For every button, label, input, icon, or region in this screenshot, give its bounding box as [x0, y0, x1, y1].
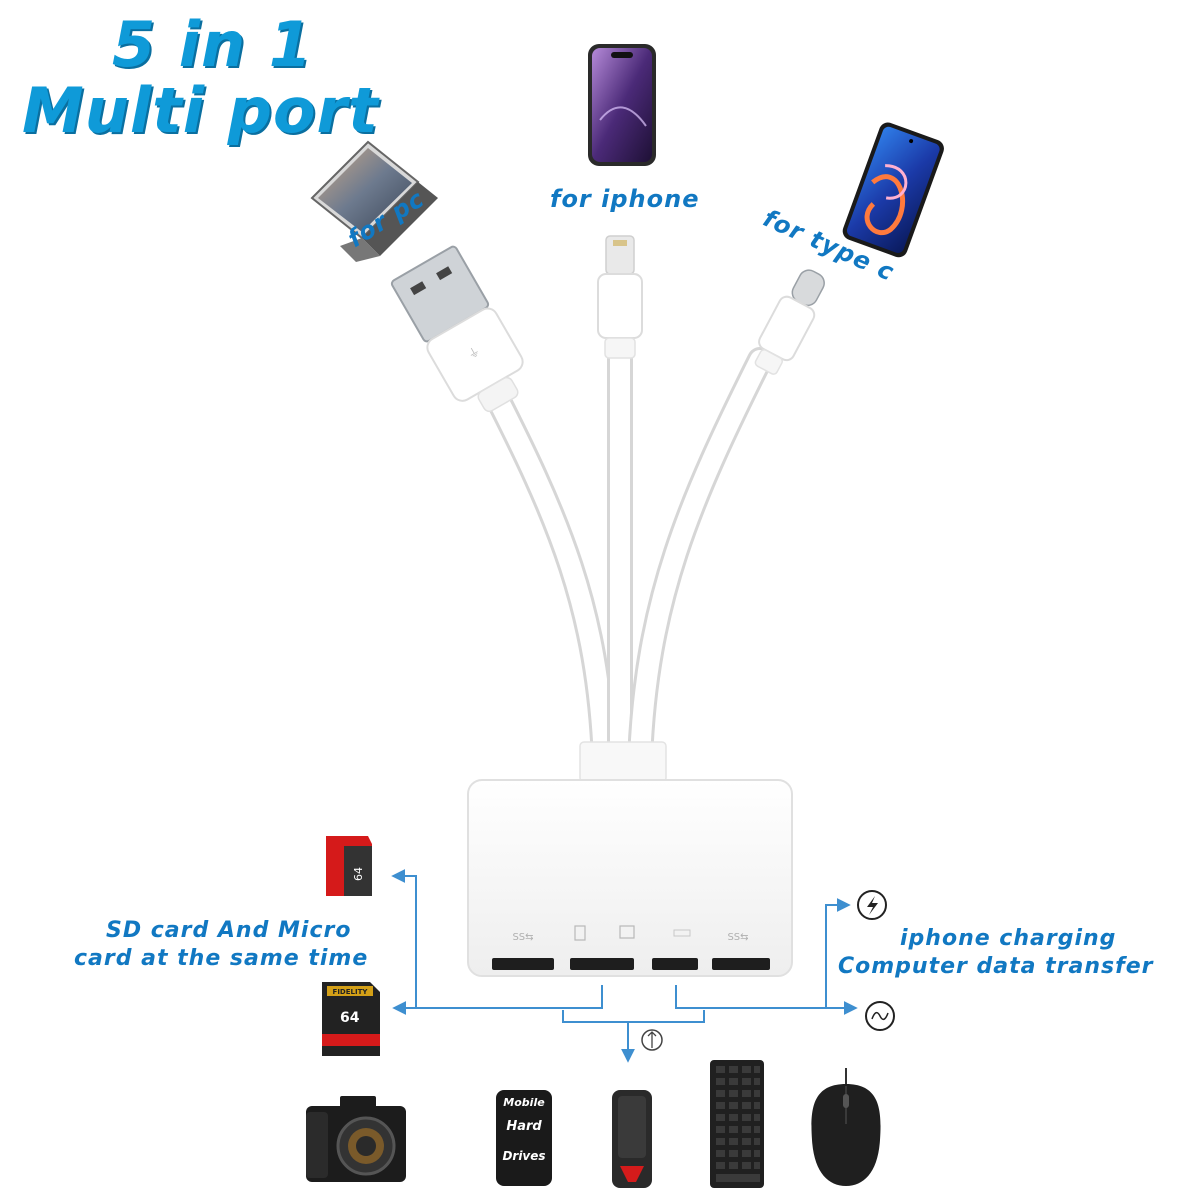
usb-a-plug: ⏚	[390, 245, 524, 413]
svg-text:SS⇆: SS⇆	[512, 932, 533, 943]
svg-text:64: 64	[352, 867, 365, 881]
svg-text:Hard: Hard	[506, 1119, 542, 1134]
iphone-charging-label: iphone charging	[900, 926, 1117, 951]
headline-line-2: Multi port	[22, 74, 379, 147]
micro-sd-card-icon: 64	[326, 836, 372, 896]
svg-text:SS⇆: SS⇆	[727, 932, 748, 943]
svg-text:Drives: Drives	[502, 1149, 545, 1163]
hard-drive-icon: Mobile Hard Drives	[496, 1090, 552, 1186]
usb-icon	[641, 1029, 663, 1051]
mouse-icon	[811, 1068, 881, 1186]
svg-text:FIDELITY: FIDELITY	[333, 988, 369, 996]
callout-lines	[391, 869, 858, 1063]
headline-line-1: 5 in 1	[112, 8, 313, 81]
data-transfer-label: Computer data transfer	[838, 954, 1154, 979]
svg-text:Mobile: Mobile	[503, 1096, 545, 1109]
keyboard-icon	[710, 1060, 764, 1188]
usb-flash-drive-icon	[612, 1090, 652, 1188]
sd-card-icon: FIDELITY 64	[322, 982, 380, 1056]
iphone-icon	[588, 44, 656, 166]
android-phone-icon	[842, 122, 944, 258]
lightning-plug	[597, 235, 643, 359]
sd-callout-line-2: card at the same time	[74, 946, 369, 971]
laptop-icon	[310, 140, 438, 262]
usb-c-plug	[754, 269, 825, 375]
camera-icon	[306, 1096, 406, 1182]
data-transfer-icon	[865, 1001, 895, 1031]
svg-text:64: 64	[340, 1010, 360, 1026]
adapter-hub: SS⇆ SS⇆	[467, 741, 793, 977]
charging-icon	[857, 890, 887, 920]
cables	[475, 317, 773, 773]
sd-callout-line-1: SD card And Micro	[106, 918, 352, 943]
label-for-iphone: for iphone	[550, 185, 700, 213]
